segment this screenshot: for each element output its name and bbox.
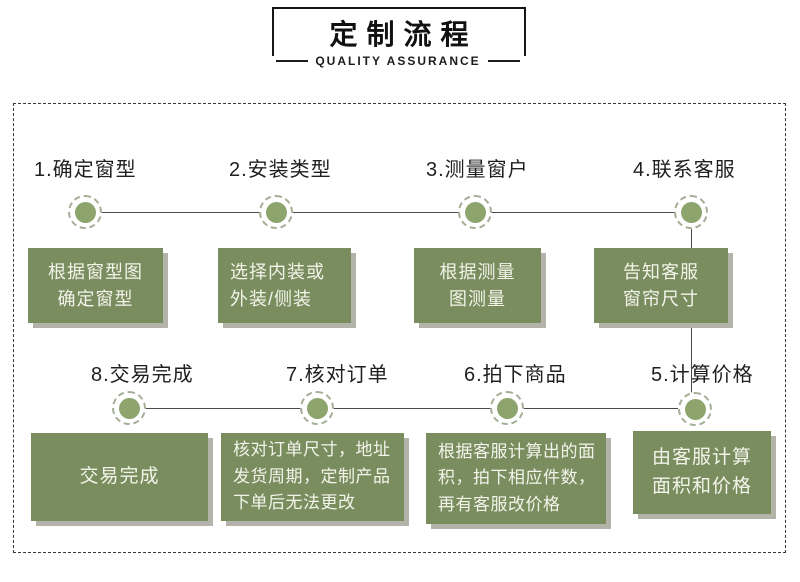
step-box-line: 窗帘尺寸 — [623, 288, 699, 309]
step-dot-icon — [306, 397, 328, 419]
step-box-line: 图测量 — [449, 288, 506, 309]
step-marker-1 — [68, 195, 102, 229]
title-box: 定制流程 — [272, 7, 526, 56]
step-box-line: 积，拍下相应件数， — [438, 468, 596, 488]
step-box-line: 外装/侧装 — [230, 288, 313, 309]
step-label-6: 6.拍下商品 — [464, 364, 567, 386]
step-box-line: 再有客服改价格 — [438, 494, 561, 514]
step-box-line: 由客服计算 — [651, 447, 752, 468]
connector-line-row1 — [85, 212, 691, 213]
step-box-7: 核对订单尺寸，地址 发货周期，定制产品 下单后无法更改 — [221, 433, 404, 521]
step-marker-6 — [490, 391, 524, 425]
step-marker-2 — [259, 195, 293, 229]
step-box-3: 根据测量 图测量 — [414, 248, 541, 323]
step-marker-4 — [674, 195, 708, 229]
step-box-line: 选择内装或 — [230, 261, 325, 282]
subtitle-row: QUALITY ASSURANCE — [276, 53, 520, 69]
step-dot-icon — [680, 201, 702, 223]
step-box-line: 告知客服 — [623, 261, 699, 282]
step-box-line: 面积和价格 — [651, 475, 752, 497]
flow-container: 1.确定窗型 2.安装类型 3.测量窗户 4.联系客服 8.交易完成 7.核对订… — [13, 103, 786, 553]
step-label-8: 8.交易完成 — [91, 364, 194, 386]
step-label-5: 5.计算价格 — [651, 364, 754, 386]
step-dot-icon — [74, 201, 96, 223]
step-marker-8 — [112, 391, 146, 425]
step-marker-3 — [458, 195, 492, 229]
subtitle: QUALITY ASSURANCE — [315, 54, 481, 68]
step-dot-icon — [496, 397, 518, 419]
step-box-4: 告知客服 窗帘尺寸 — [594, 248, 728, 323]
step-box-line: 核对订单尺寸，地址 — [233, 440, 391, 460]
step-box-1: 根据窗型图 确定窗型 — [28, 248, 163, 323]
subtitle-left-rule — [276, 60, 309, 62]
step-box-line: 根据测量 — [439, 261, 516, 282]
step-dot-icon — [118, 397, 140, 419]
step-label-4: 4.联系客服 — [633, 159, 736, 181]
step-box-line: 下单后无法更改 — [233, 493, 356, 513]
step-box-6: 根据客服计算出的面 积，拍下相应件数， 再有客服改价格 — [426, 433, 606, 524]
step-label-1: 1.确定窗型 — [34, 159, 137, 181]
step-marker-7 — [300, 391, 334, 425]
step-box-line: 确定窗型 — [57, 288, 134, 309]
subtitle-right-rule — [487, 60, 520, 62]
step-box-line: 交易完成 — [79, 465, 160, 487]
step-marker-5 — [678, 392, 712, 426]
step-label-7: 7.核对订单 — [286, 364, 389, 386]
step-box-8: 交易完成 — [31, 433, 208, 521]
step-dot-icon — [464, 201, 486, 223]
step-box-line: 发货周期，定制产品 — [233, 466, 391, 486]
step-box-line: 根据客服计算出的面 — [438, 441, 596, 461]
connector-line-row2 — [129, 408, 695, 409]
step-label-3: 3.测量窗户 — [426, 159, 529, 181]
step-dot-icon — [684, 398, 706, 420]
step-dot-icon — [265, 201, 287, 223]
step-box-5: 由客服计算 面积和价格 — [633, 431, 771, 514]
page-title: 定制流程 — [329, 18, 478, 50]
step-box-line: 根据窗型图 — [48, 261, 143, 282]
step-box-2: 选择内装或 外装/侧装 — [218, 248, 351, 323]
step-label-2: 2.安装类型 — [229, 159, 332, 181]
